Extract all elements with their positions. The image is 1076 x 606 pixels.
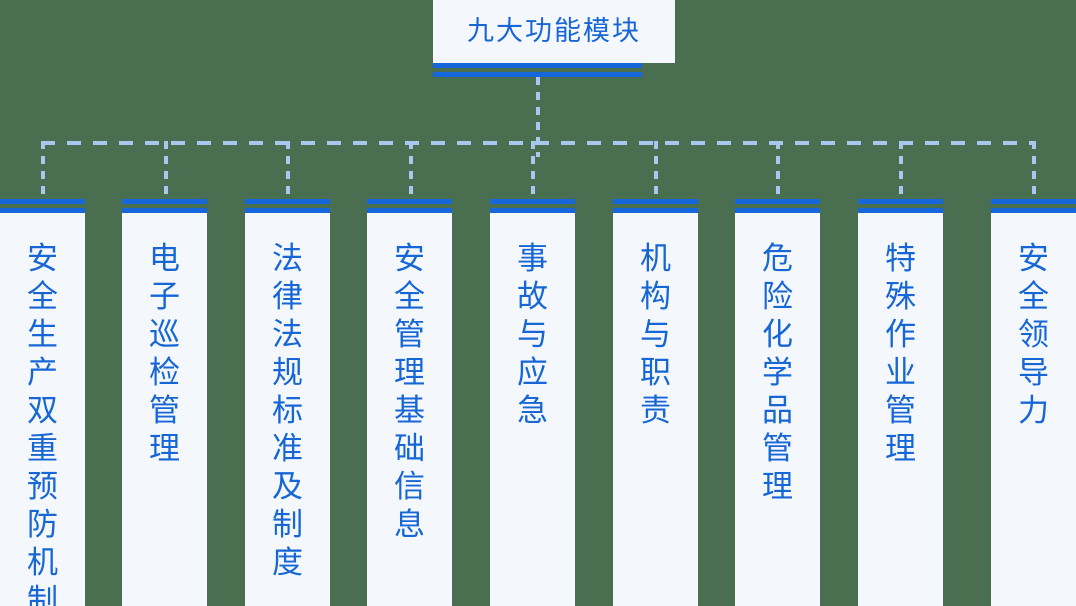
- module-body: 法律法规标准及制度: [245, 213, 330, 606]
- module-accent-bar-upper: [991, 199, 1076, 204]
- module-label: 事故与应急: [517, 241, 548, 429]
- module-node-7[interactable]: 危险化学品管理: [735, 199, 820, 606]
- module-label: 机构与职责: [640, 241, 671, 429]
- module-node-2[interactable]: 电子巡检管理: [122, 199, 207, 606]
- module-accent-bar-lower: [858, 208, 943, 213]
- root-node-label: 九大功能模块: [467, 16, 641, 47]
- module-accent-bar-lower: [490, 208, 575, 213]
- connector-drop-1: [41, 141, 45, 199]
- module-label: 安全管理基础信息: [394, 241, 425, 543]
- module-accent-bar-upper: [490, 199, 575, 204]
- module-accent-bar-upper: [613, 199, 698, 204]
- root-node[interactable]: 九大功能模块: [433, 0, 675, 63]
- module-accent-bar-lower: [245, 208, 330, 213]
- module-accent-bar-lower: [613, 208, 698, 213]
- connector-drop-2: [164, 141, 168, 199]
- connector-bus: [41, 141, 1036, 145]
- module-accent-bar-lower: [122, 208, 207, 213]
- module-label: 安全领导力: [1018, 241, 1049, 429]
- module-node-9[interactable]: 安全领导力: [991, 199, 1076, 606]
- module-accent-bar-lower: [367, 208, 452, 213]
- module-accent-bar-upper: [367, 199, 452, 204]
- module-node-1[interactable]: 安全生产双重预防机制: [0, 199, 85, 606]
- connector-drop-4: [409, 141, 413, 199]
- module-node-3[interactable]: 法律法规标准及制度: [245, 199, 330, 606]
- module-body: 安全生产双重预防机制: [0, 213, 85, 606]
- module-node-4[interactable]: 安全管理基础信息: [367, 199, 452, 606]
- root-node-accent-bar-upper: [433, 63, 642, 68]
- module-body: 安全管理基础信息: [367, 213, 452, 606]
- module-node-8[interactable]: 特殊作业管理: [858, 199, 943, 606]
- module-label: 特殊作业管理: [885, 241, 916, 467]
- module-accent-bar-upper: [245, 199, 330, 204]
- connector-drop-3: [286, 141, 290, 199]
- module-body: 电子巡检管理: [122, 213, 207, 606]
- module-body: 事故与应急: [490, 213, 575, 606]
- module-accent-bar-lower: [0, 208, 85, 213]
- module-accent-bar-upper: [0, 199, 85, 204]
- root-node-accent-bar-lower: [433, 72, 642, 77]
- connector-root-stem: [536, 77, 540, 157]
- module-label: 安全生产双重预防机制: [27, 241, 58, 606]
- connector-drop-6: [654, 141, 658, 199]
- module-accent-bar-lower: [991, 208, 1076, 213]
- module-label: 危险化学品管理: [762, 241, 793, 505]
- connector-drop-5: [531, 141, 535, 199]
- module-node-5[interactable]: 事故与应急: [490, 199, 575, 606]
- module-accent-bar-upper: [122, 199, 207, 204]
- module-body: 机构与职责: [613, 213, 698, 606]
- module-label: 电子巡检管理: [149, 241, 180, 467]
- connector-drop-7: [776, 141, 780, 199]
- module-body: 安全领导力: [991, 213, 1076, 606]
- module-accent-bar-upper: [735, 199, 820, 204]
- module-body: 危险化学品管理: [735, 213, 820, 606]
- module-label: 法律法规标准及制度: [272, 241, 303, 581]
- connector-drop-9: [1032, 141, 1036, 199]
- connector-drop-8: [899, 141, 903, 199]
- module-accent-bar-upper: [858, 199, 943, 204]
- module-accent-bar-lower: [735, 208, 820, 213]
- module-body: 特殊作业管理: [858, 213, 943, 606]
- module-node-6[interactable]: 机构与职责: [613, 199, 698, 606]
